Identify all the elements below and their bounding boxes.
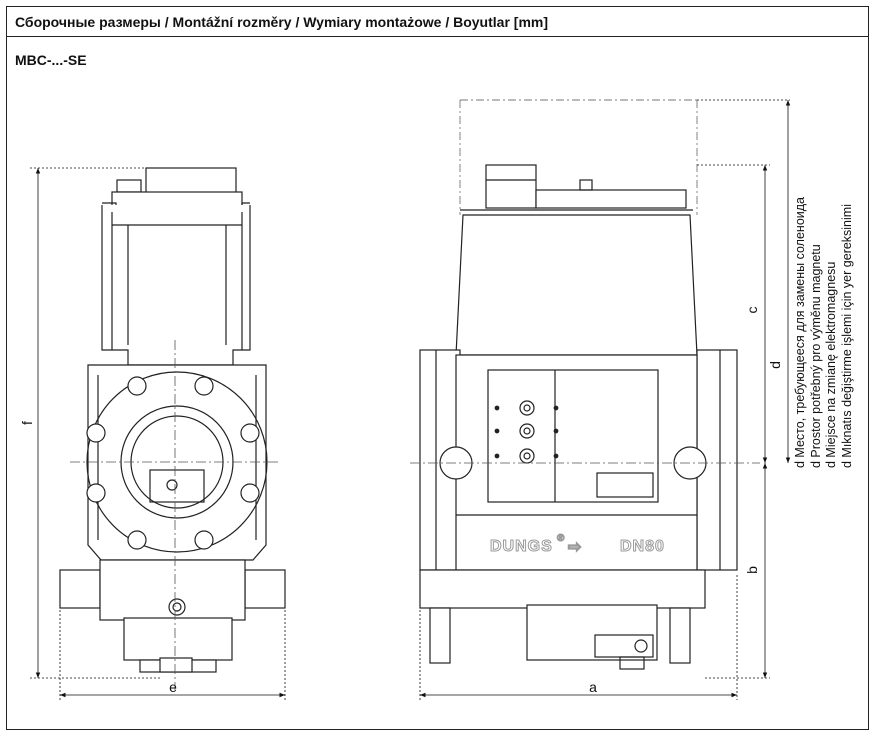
dimension-labels: f e a b c d — [19, 307, 783, 696]
front-view — [419, 99, 738, 670]
dimension-lines — [30, 99, 791, 700]
side-view — [59, 167, 286, 673]
note-line-cz: d Prostor potřebný pro výměnu magnetu — [808, 244, 823, 468]
model-label: MBC-...-SE — [15, 52, 87, 68]
dim-label-a: a — [589, 679, 597, 695]
arrow-right-icon: ⇨ — [568, 539, 582, 556]
size-label: DN80 — [620, 538, 665, 555]
dim-label-c: c — [744, 307, 760, 314]
note-line-pl: d Miejsce na zmianę elektromagnesu — [824, 261, 839, 468]
note-line-ru: d Место, требующееся для замены соленоид… — [793, 196, 807, 468]
side-view-centerlines — [70, 340, 280, 690]
dim-label-b: b — [744, 566, 760, 574]
note-line-tr: d Mıknatıs değiştirme işlemi için yer ge… — [839, 204, 854, 468]
registered-mark: ® — [557, 533, 565, 544]
nameplate: DUNGS ® ⇨ DN80 — [490, 533, 665, 557]
dim-label-e: e — [169, 679, 177, 695]
brand-label: DUNGS — [490, 538, 553, 555]
page-title: Сборочные размеры / Montážní rozměry / W… — [15, 14, 549, 30]
drawing-frame: Сборочные размеры / Montážní rozměry / W… — [6, 6, 869, 730]
title-bar: Сборочные размеры / Montážní rozměry / W… — [7, 7, 868, 37]
dim-label-f: f — [19, 421, 35, 425]
dim-label-d: d — [767, 361, 783, 369]
flange-bolt-holes — [86, 376, 260, 550]
